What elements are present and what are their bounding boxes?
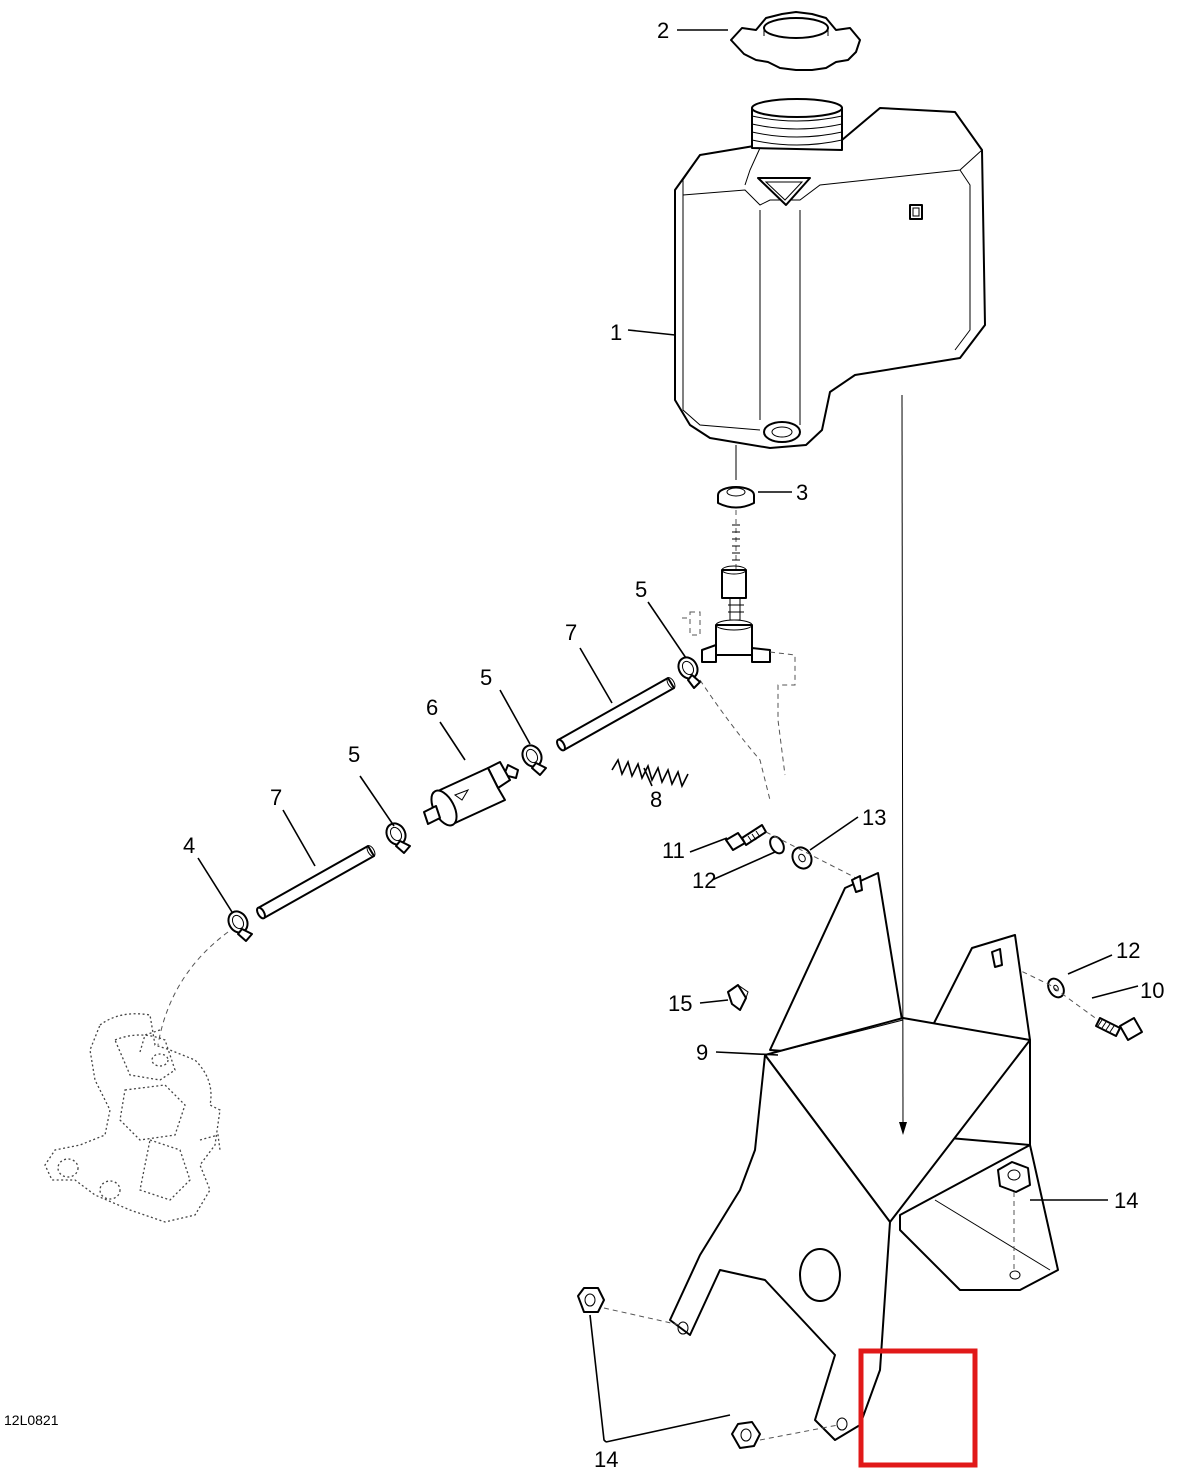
clamp-4[interactable] — [225, 908, 253, 942]
callout-10: 10 — [1140, 978, 1164, 1003]
callout-9: 9 — [696, 1040, 708, 1065]
oil-pump — [44, 1013, 221, 1223]
nut-14-right[interactable] — [997, 1161, 1031, 1270]
nut-14-upper-left[interactable] — [577, 1287, 681, 1326]
callout-3: 3 — [796, 480, 808, 505]
clamp-5-middle[interactable] — [519, 742, 547, 776]
callout-8: 8 — [650, 787, 662, 812]
callout-14-right: 14 — [1114, 1188, 1138, 1213]
highlight-box[interactable] — [858, 1348, 978, 1468]
fitting-assembly — [682, 510, 796, 801]
callout-12-right: 12 — [1116, 938, 1140, 963]
callout-labels: 2 1 3 4 5 5 5 6 7 7 8 9 10 11 12 12 13 1… — [183, 18, 1164, 1472]
callout-7-upper: 7 — [565, 620, 577, 645]
hose-7-lower[interactable] — [255, 844, 376, 920]
pump-line — [157, 931, 229, 1046]
callout-12-upper: 12 — [692, 868, 716, 893]
lock-washer-12-right[interactable] — [1045, 976, 1067, 1000]
callout-2: 2 — [657, 18, 669, 43]
bracket[interactable] — [669, 872, 1059, 1441]
callout-4: 4 — [183, 833, 195, 858]
clip-15[interactable] — [727, 984, 749, 1011]
diagram-code: 12L0821 — [4, 1412, 59, 1428]
callout-1: 1 — [610, 320, 622, 345]
nut-14-lower-left[interactable] — [731, 1421, 839, 1449]
grommet[interactable] — [717, 445, 755, 509]
callout-15: 15 — [668, 991, 692, 1016]
callout-6: 6 — [426, 695, 438, 720]
bolt-10[interactable] — [1095, 1017, 1143, 1041]
mount-arrow — [899, 394, 907, 1135]
callout-7-lower: 7 — [270, 785, 282, 810]
callout-11: 11 — [662, 838, 685, 863]
lock-washer-12-upper[interactable] — [767, 834, 786, 856]
clamp-5-upper[interactable] — [675, 654, 702, 689]
hose-7-upper[interactable] — [555, 676, 676, 752]
leader-lines — [197, 29, 1139, 1443]
spring[interactable] — [611, 758, 689, 789]
callout-5-middle: 5 — [480, 665, 492, 690]
callout-5-lower: 5 — [348, 742, 360, 767]
oil-filter[interactable] — [423, 761, 519, 829]
callout-5-upper: 5 — [635, 577, 647, 602]
clamp-5-lower[interactable] — [383, 820, 411, 854]
filler-cap[interactable] — [730, 11, 861, 71]
oil-tank[interactable] — [674, 98, 986, 449]
callout-14-bottom: 14 — [594, 1447, 618, 1472]
callout-13: 13 — [862, 805, 886, 830]
bolt-11[interactable] — [725, 824, 767, 851]
